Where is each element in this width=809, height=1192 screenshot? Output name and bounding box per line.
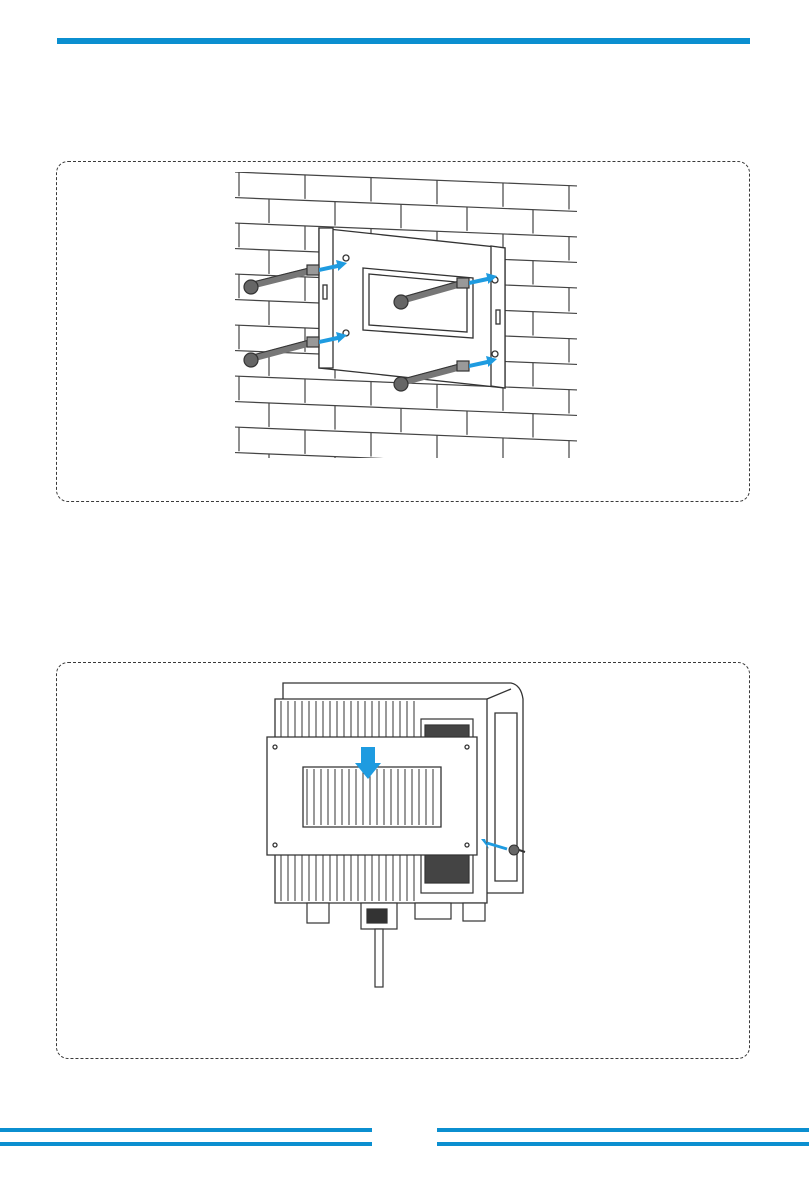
figure-panel-bracket	[56, 161, 750, 502]
figure-panel-inverter	[56, 662, 750, 1059]
footer-rule	[0, 1128, 372, 1132]
bracket-installation-illustration	[233, 170, 579, 462]
inverter-mounting-illustration	[255, 677, 545, 997]
header-rule	[57, 38, 750, 44]
footer-rule	[0, 1142, 372, 1146]
footer-rules-left	[0, 1128, 372, 1156]
footer-rule	[437, 1128, 809, 1132]
footer-rules-right	[437, 1128, 809, 1156]
footer-rule	[437, 1142, 809, 1146]
